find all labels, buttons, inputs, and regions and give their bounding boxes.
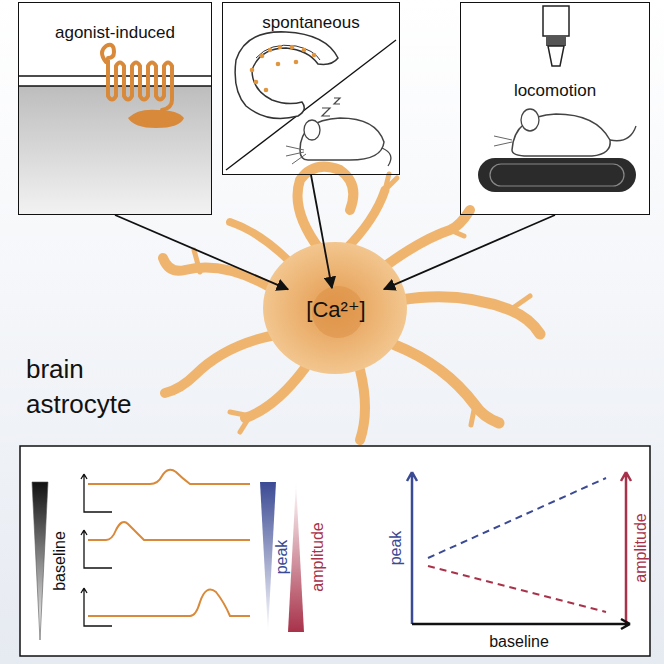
input-arrow [115, 215, 288, 289]
stimulus-box: agonist-induced [18, 2, 212, 215]
spontaneous-drawing [226, 32, 396, 170]
cell-label: [Ca²⁺] [306, 297, 365, 323]
axis-label: baseline [51, 531, 69, 591]
receptor-drawing [19, 45, 211, 214]
panel-ground [460, 2, 650, 215]
box-title: locomotion [461, 3, 649, 101]
amplitude-triangle [288, 482, 304, 632]
trace-axes [81, 474, 112, 626]
gradient-triangle [32, 482, 48, 640]
stimulus-box: locomotion [460, 2, 650, 215]
stimulus-box: spontaneous [222, 2, 400, 175]
astrocyte-cell: [Ca²⁺] [288, 288, 384, 332]
relation-plot [407, 472, 631, 629]
results-panel [20, 446, 650, 656]
astrocyte-body [263, 242, 407, 374]
axis-label: peak [273, 540, 291, 575]
panel-ground [222, 2, 400, 175]
astrocyte-drawing [163, 167, 540, 440]
axis-label: peak [387, 531, 405, 566]
box-title: spontaneous [223, 3, 399, 33]
panel-ground [18, 2, 212, 215]
axis-label: amplitude [632, 513, 650, 582]
input-arrow [384, 215, 555, 289]
axis-label: baseline [489, 633, 549, 651]
axis-label: amplitude [309, 522, 327, 591]
input-arrow [311, 175, 332, 288]
figure-heading: brain astrocyte [26, 352, 166, 422]
box-title: agonist-induced [19, 3, 211, 43]
calcium-traces [88, 470, 250, 616]
